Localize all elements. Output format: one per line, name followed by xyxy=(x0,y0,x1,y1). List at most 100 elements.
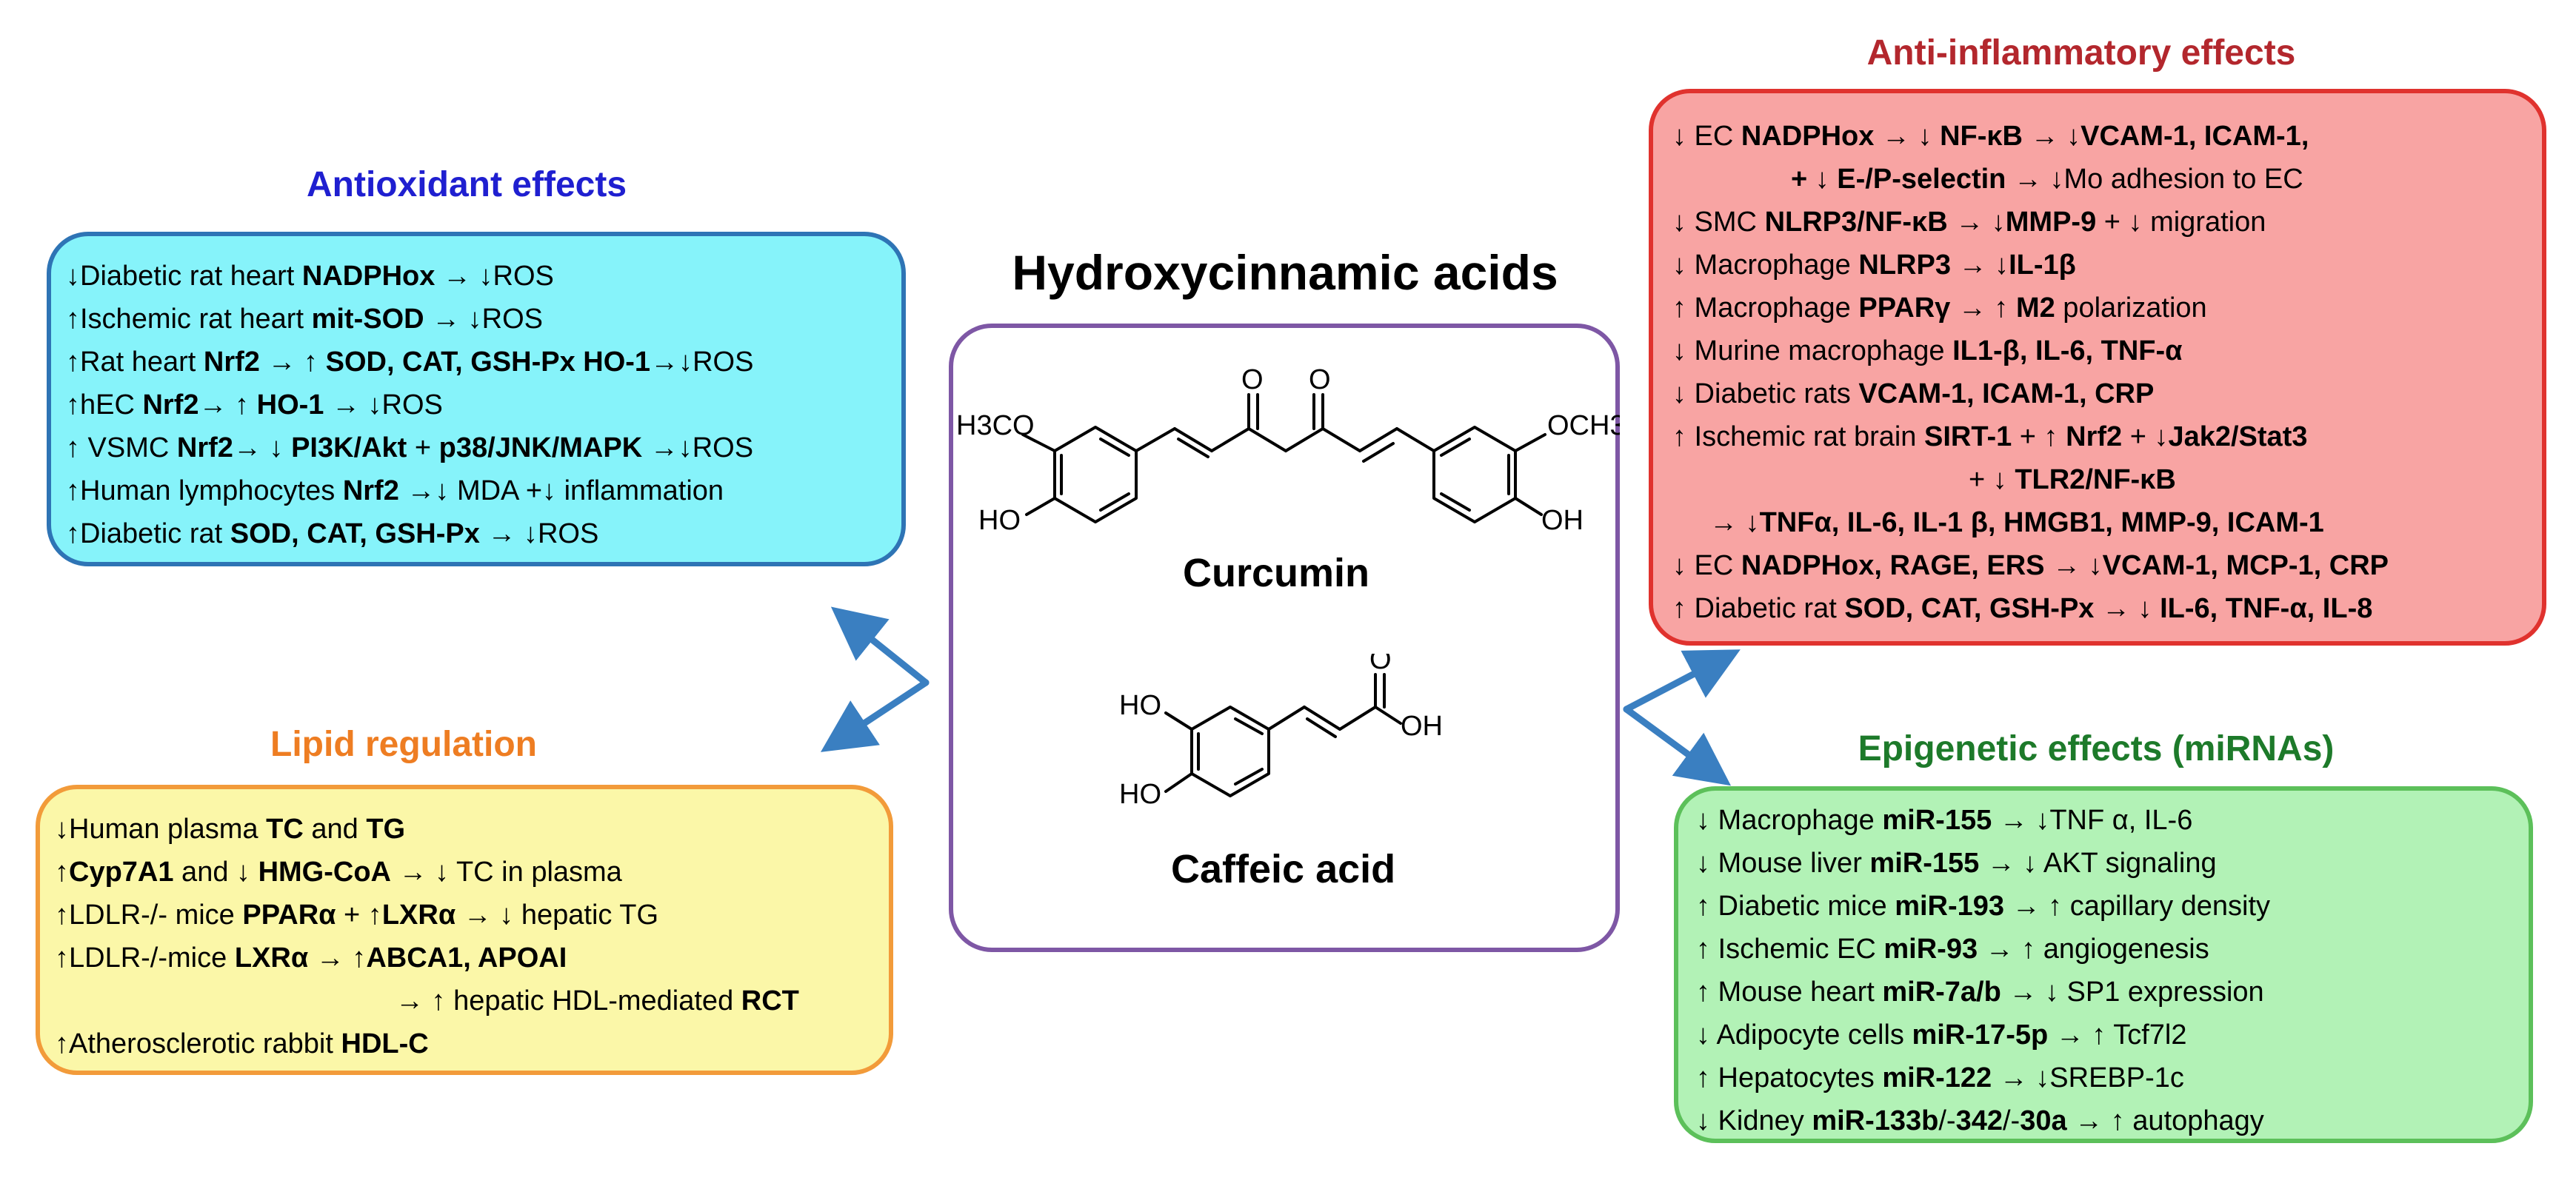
antioxidant-line-segment: SOD, CAT, GSH-Px xyxy=(230,518,480,549)
antioxidant-line-segment: Nrf2 xyxy=(203,346,260,378)
antiinflammatory-line-segment: PPARγ xyxy=(1858,292,1951,324)
antiinflammatory-line-segment: → ↓ xyxy=(1709,507,1760,538)
lipid-line: → ↑ hepatic HDL-mediated RCT xyxy=(396,983,799,1019)
epigenetic-line-segment: → ↓SREBP-1c xyxy=(1992,1062,2184,1093)
antiinflammatory-line: → ↓TNFα, IL-6, IL-1 β, HMGB1, MMP-9, ICA… xyxy=(1709,505,2324,540)
antioxidant-line-segment: p38/JNK/MAPK xyxy=(438,432,643,463)
lipid-line-segment: ↑ xyxy=(55,857,69,888)
antiinflammatory-line-segment: Jak2/Stat3 xyxy=(2168,421,2308,452)
antioxidant-line-segment: Nrf2 xyxy=(176,432,233,463)
antiinflammatory-line-segment: Nrf2 xyxy=(2066,421,2123,452)
lipid-line-segment: HMG-CoA xyxy=(258,857,391,888)
antioxidant-line-segment: PI3K/Akt xyxy=(291,432,407,463)
epigenetic-line-segment: ↑ Hepatocytes xyxy=(1696,1062,1883,1093)
antiinflammatory-line-segment: NF-κB xyxy=(1940,121,2023,152)
antioxidant-line-segment: → ↓ xyxy=(233,432,292,463)
epigenetic-line-segment: miR-193 xyxy=(1895,891,2005,922)
antiinflammatory-line-segment: TNFα, IL-6, IL-1 β, HMGB1, MMP-9, ICAM-1 xyxy=(1759,507,2324,538)
epigenetic-line-segment: miR-7a/b xyxy=(1882,977,2001,1008)
lipid-line-segment: LXRα xyxy=(381,900,456,931)
antiinflammatory-line: ↓ EC NADPHox → ↓ NF-κB → ↓VCAM-1, ICAM-1… xyxy=(1672,118,2309,154)
antiinflammatory-line: ↓ Diabetic rats VCAM-1, ICAM-1, CRP xyxy=(1672,376,2154,412)
antiinflammatory-line: ↑ Diabetic rat SOD, CAT, GSH-Px → ↓ IL-6… xyxy=(1672,591,2372,626)
antiinflammatory-line-segment: + ↓ migration xyxy=(2096,207,2266,238)
lipid-line: ↑Atherosclerotic rabbit HDL-C xyxy=(55,1026,429,1062)
epigenetic-line-segment: → ↑ angiogenesis xyxy=(1978,934,2209,965)
antioxidant-line-segment: →↓ROS xyxy=(642,432,754,463)
lipid-line: ↑Cyp7A1 and ↓ HMG-CoA → ↓ TC in plasma xyxy=(55,854,622,890)
antiinflammatory-line-segment: SIRT-1 xyxy=(1924,421,2012,452)
antiinflammatory-line-segment: + ↓ E-/P-selectin xyxy=(1791,164,2006,195)
curcumin-h3co-label: H3CO xyxy=(956,410,1035,441)
antiinflammatory-line-segment: polarization xyxy=(2055,292,2207,324)
epigenetic-line: ↓ Macrophage miR-155 → ↓TNF α, IL-6 xyxy=(1696,803,2192,838)
lipid-line-segment: RCT xyxy=(741,985,799,1016)
antiinflammatory-line-segment: → ↓Mo adhesion to EC xyxy=(2006,164,2303,195)
antiinflammatory-line-segment: MMP-9 xyxy=(2005,207,2097,238)
lipid-line-segment: HDL-C xyxy=(341,1028,429,1059)
curcumin-oxo1-label: O xyxy=(1241,364,1264,395)
antioxidant-line-segment: →↓ MDA +↓ inflammation xyxy=(398,475,724,506)
antioxidant-line-segment: → ↑ xyxy=(259,346,326,378)
antioxidant-line-segment: + xyxy=(407,432,439,463)
antiinflammatory-line: ↓ EC NADPHox, RAGE, ERS → ↓VCAM-1, MCP-1… xyxy=(1672,548,2389,583)
antiinflammatory-line-segment: NADPHox, RAGE, ERS xyxy=(1741,550,2045,581)
lipid-line: ↑LDLR-/- mice PPARα + ↑LXRα → ↓ hepatic … xyxy=(55,897,658,933)
lipid-line-segment: ↑Atherosclerotic rabbit xyxy=(55,1028,341,1059)
antiinflammatory-line-segment: → ↓ xyxy=(2094,593,2160,624)
antiinflammatory-line-segment: NLRP3 xyxy=(1858,249,1951,281)
lipid-line-segment: Cyp7A1 xyxy=(69,857,174,888)
antioxidant-line: ↑Ischemic rat heart mit-SOD → ↓ROS xyxy=(66,301,543,337)
antioxidant-line-segment: NADPHox xyxy=(301,261,436,292)
antioxidant-panel: ↓Diabetic rat heart NADPHox → ↓ROS↑Ische… xyxy=(47,232,906,566)
lipid-line-segment: LXRα xyxy=(234,942,309,974)
epigenetic-line-segment: → ↑ autophagy xyxy=(2066,1105,2264,1136)
antiinflammatory-line-segment: IL1-β, IL-6, TNF-α xyxy=(1952,335,2183,366)
antioxidant-line: ↑hEC Nrf2→ ↑ HO-1 → ↓ROS xyxy=(66,387,443,423)
antiinflammatory-line: ↓ Murine macrophage IL1-β, IL-6, TNF-α xyxy=(1672,333,2183,369)
lipid-line-segment: TG xyxy=(366,814,406,845)
caffeic-oh-label: OH xyxy=(1401,711,1443,742)
antioxidant-line-segment: Nrf2 xyxy=(142,389,199,421)
antiinflammatory-line-segment: ↑ Diabetic rat xyxy=(1672,593,1845,624)
antiinflammatory-line-segment: + ↑ xyxy=(2012,421,2066,452)
antiinflammatory-line-segment: VCAM-1, ICAM-1, xyxy=(2081,121,2309,152)
arrow-to-antiinflammatory xyxy=(1623,649,1741,713)
antiinflammatory-line-segment: + ↓ xyxy=(1969,464,2015,495)
antiinflammatory-line-segment: ↓ EC xyxy=(1672,121,1741,152)
epigenetic-line-segment: ↓ Mouse liver xyxy=(1696,848,1870,879)
antiinflammatory-line: + ↓ TLR2/NF-κB xyxy=(1969,462,2176,498)
antioxidant-line-segment: ↑Human lymphocytes xyxy=(66,475,343,506)
antiinflammatory-line-segment: NLRP3/NF-κB xyxy=(1764,207,1948,238)
epigenetic-line-segment: ↑ Diabetic mice xyxy=(1696,891,1895,922)
antioxidant-line-segment: → ↓ROS xyxy=(479,518,599,549)
antiinflammatory-line-segment: ↑ Macrophage xyxy=(1672,292,1859,324)
epigenetic-line-segment: ↓ Macrophage xyxy=(1696,805,1883,836)
antiinflammatory-line-segment: IL-1β xyxy=(2009,249,2076,281)
antiinflammatory-line-segment: ↓ Macrophage xyxy=(1672,249,1859,281)
main-title: Hydroxycinnamic acids xyxy=(1012,245,1558,300)
antioxidant-title: Antioxidant effects xyxy=(306,165,627,204)
antiinflammatory-line-segment: SOD, CAT, GSH-Px xyxy=(1844,593,2095,624)
lipid-line-segment: + ↑ xyxy=(336,900,382,931)
lipid-line-segment: → ↓ TC in plasma xyxy=(390,857,622,888)
epigenetic-title: Epigenetic effects (miRNAs) xyxy=(1858,729,2335,768)
antiinflammatory-line-segment: → ↓ xyxy=(1947,207,2006,238)
antioxidant-line-segment: → ↓ROS xyxy=(324,389,443,421)
lipid-line: ↑LDLR-/-mice LXRα → ↑ABCA1, APOAI xyxy=(55,940,567,976)
antioxidant-line: ↑Diabetic rat SOD, CAT, GSH-Px → ↓ROS xyxy=(66,516,598,552)
antioxidant-line-segment: → ↓ROS xyxy=(424,304,544,335)
epigenetic-line-segment: 342 xyxy=(1955,1105,2003,1136)
arrow-to-epigenetic xyxy=(1623,706,1732,786)
epigenetic-line-segment: miR-155 xyxy=(1869,848,1980,879)
caffeic-ho1-label: HO xyxy=(1119,690,1161,721)
antioxidant-line-segment: → ↓ROS xyxy=(435,261,554,292)
lipid-line-segment: TC xyxy=(266,814,304,845)
antioxidant-line-segment: SOD, CAT, GSH-Px HO-1 xyxy=(325,346,651,378)
epigenetic-line-segment: ↑ Mouse heart xyxy=(1696,977,1883,1008)
antioxidant-line-segment: →↓ROS xyxy=(650,346,754,378)
lipid-line-segment: → ↑ hepatic HDL-mediated xyxy=(396,985,741,1016)
caffeic-ho2-label: HO xyxy=(1119,779,1161,810)
epigenetic-line: ↓ Mouse liver miR-155 → ↓ AKT signaling xyxy=(1696,845,2217,881)
antioxidant-line-segment: ↑Rat heart xyxy=(66,346,204,378)
